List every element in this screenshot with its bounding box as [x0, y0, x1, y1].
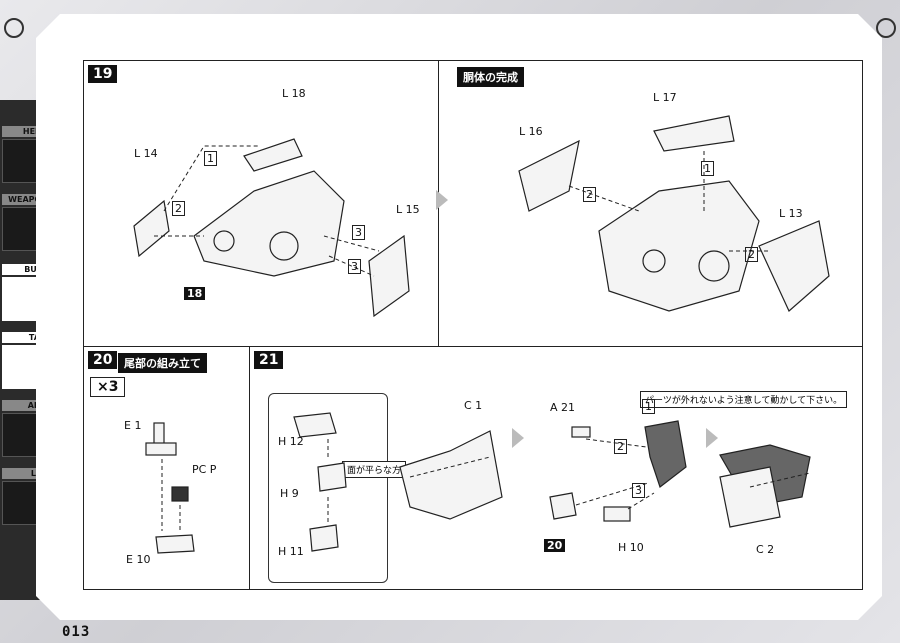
- next-arrow-icon: [512, 428, 524, 448]
- label-part20: 20: [544, 539, 566, 552]
- quantity-multiplier: ×3: [90, 377, 126, 397]
- label-a21: A 21: [550, 401, 576, 414]
- step-19-drawing: [133, 138, 410, 318]
- label-step3: 3: [632, 483, 645, 498]
- section-title: 胴体の完成: [457, 67, 524, 87]
- sidebar-tab-label: HERO: [2, 126, 52, 137]
- tail-part-drawing: [145, 422, 195, 554]
- next-arrow-icon: [706, 428, 718, 448]
- step-21-panel: 21 面が平らな方 パーツが外れないよう注意して動かして下さい。 H 12 H …: [249, 346, 863, 590]
- label-step2b: 2: [745, 247, 758, 262]
- top-left-circle-icon: [4, 18, 24, 38]
- label-l18: L 18: [282, 87, 306, 100]
- label-e10: E 10: [126, 553, 151, 566]
- label-h9: H 9: [280, 487, 299, 500]
- label-c1: C 1: [464, 399, 483, 412]
- label-l15: L 15: [396, 203, 420, 216]
- label-l13: L 13: [779, 207, 803, 220]
- label-step3a: 3: [352, 225, 365, 240]
- step-19-panel: 19 L 18 L 14 L 15 18 1 2 3 3: [83, 60, 440, 347]
- label-l14: L 14: [134, 147, 158, 160]
- step-19-complete-panel: 胴体の完成 L 17 L 16 L 13 1 2 2: [438, 60, 863, 347]
- label-pcp: PC P: [192, 463, 217, 476]
- step-21-drawing: [293, 412, 811, 552]
- label-l17: L 17: [653, 91, 677, 104]
- step-number: 20: [88, 351, 118, 369]
- label-h12: H 12: [278, 435, 304, 448]
- label-step2: 2: [614, 439, 627, 454]
- label-part18: 18: [184, 287, 206, 300]
- label-step1: 1: [701, 161, 714, 176]
- label-h10: H 10: [618, 541, 644, 554]
- label-h11: H 11: [278, 545, 304, 558]
- label-step2a: 2: [583, 187, 596, 202]
- label-e1: E 1: [124, 419, 142, 432]
- label-step1: 1: [642, 399, 655, 414]
- next-arrow-icon: [436, 190, 448, 210]
- sidebar-tab-label: WEAPON: [2, 194, 52, 205]
- top-right-circle-icon: [876, 18, 896, 38]
- label-step1: 1: [204, 151, 217, 166]
- label-step3b: 3: [348, 259, 361, 274]
- sub-assembly-box: [268, 393, 388, 583]
- step-20-panel: 20 尾部の組み立て ×3 E 1 PC P E 10: [83, 346, 251, 590]
- step-number: 19: [88, 65, 118, 83]
- label-c2: C 2: [756, 543, 775, 556]
- note-careful-move: パーツが外れないよう注意して動かして下さい。: [640, 391, 848, 408]
- body-complete-drawing: [518, 115, 830, 312]
- page-number: 013: [62, 624, 91, 640]
- label-l16: L 16: [519, 125, 543, 138]
- step-number: 21: [254, 351, 284, 369]
- label-step2: 2: [172, 201, 185, 216]
- section-title: 尾部の組み立て: [118, 353, 207, 373]
